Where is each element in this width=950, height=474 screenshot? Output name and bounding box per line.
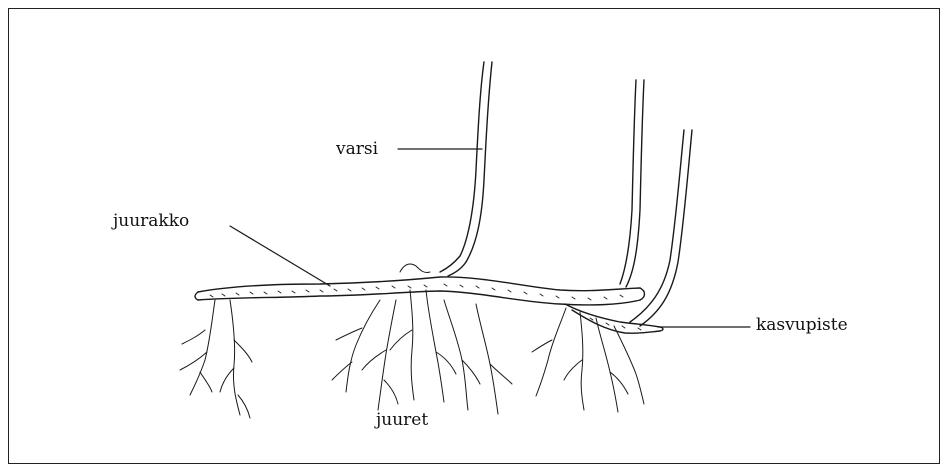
- stem-2: [620, 80, 644, 287]
- label-varsi: varsi: [336, 141, 378, 158]
- roots-cluster-2: [332, 264, 512, 414]
- label-kasvupiste: kasvupiste: [756, 317, 848, 334]
- label-juuret: juuret: [376, 412, 428, 429]
- rhizome: [195, 277, 663, 333]
- label-juurakko: juurakko: [113, 213, 189, 230]
- leader-juurakko: [230, 226, 330, 286]
- leader-lines: [230, 149, 750, 327]
- roots-cluster-3: [532, 308, 644, 412]
- roots-cluster-1: [180, 300, 252, 418]
- stem-1: [440, 62, 492, 276]
